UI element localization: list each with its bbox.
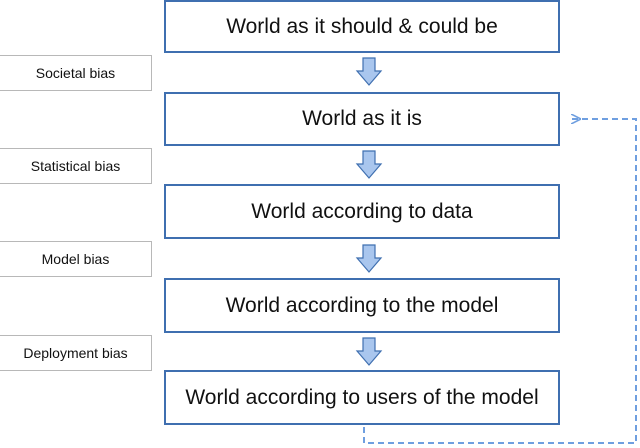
down-arrow-icon [355, 337, 383, 366]
feedback-loop-dashed-arrow [363, 119, 637, 444]
level-world-as-it-is: World as it is [164, 92, 560, 146]
level-world-should-could-be: World as it should & could be [164, 0, 560, 53]
level-world-according-to-users: World according to users of the model [164, 370, 560, 425]
bias-label-deployment: Deployment bias [0, 335, 152, 371]
down-arrow-icon [355, 57, 383, 86]
bias-label-statistical: Statistical bias [0, 148, 152, 184]
bias-label-model: Model bias [0, 241, 152, 277]
down-arrow-icon [355, 150, 383, 179]
level-world-according-to-model: World according to the model [164, 278, 560, 333]
bias-label-societal: Societal bias [0, 55, 152, 91]
down-arrow-icon [355, 244, 383, 273]
level-world-according-to-data: World according to data [164, 184, 560, 239]
